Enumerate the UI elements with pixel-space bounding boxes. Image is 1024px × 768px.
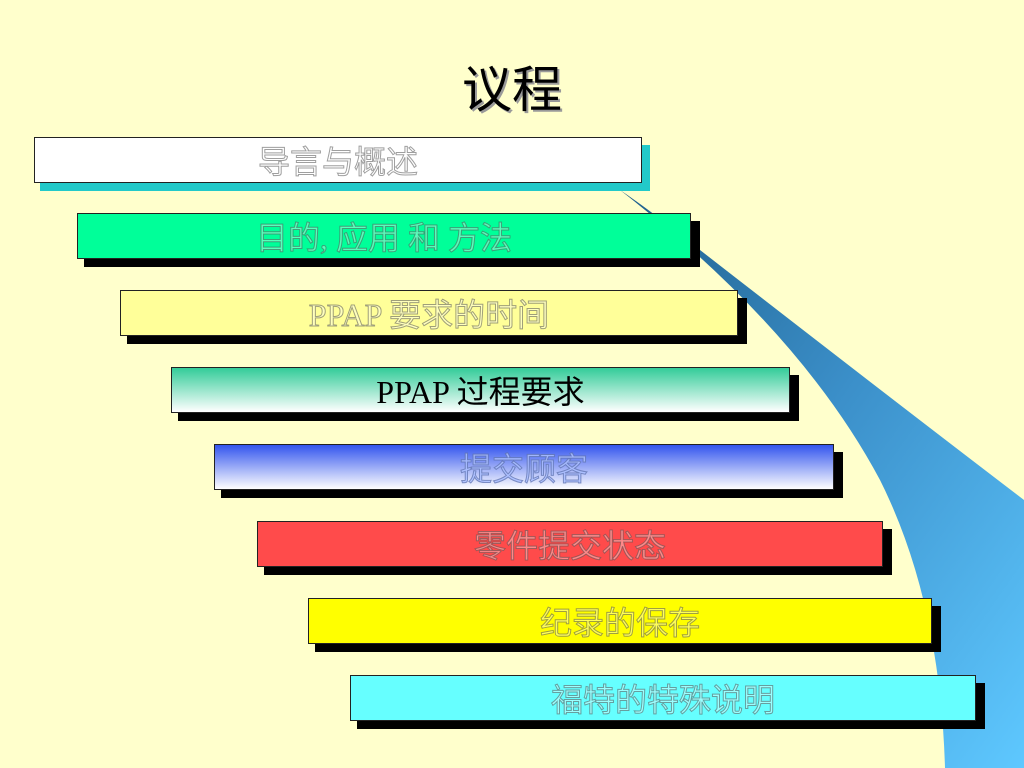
agenda-item-submission-status: 零件提交状态 <box>257 521 883 567</box>
agenda-item-timing: PPAP 要求的时间 <box>120 290 738 336</box>
page-title: 议程 <box>462 61 562 119</box>
agenda-item-label: 提交顾客 <box>459 451 588 488</box>
agenda-item-customer-submission: 提交顾客 <box>214 444 834 490</box>
agenda-item-label: PPAP 过程要求 <box>376 374 585 410</box>
agenda-item-label: 导言与概述 <box>257 144 418 181</box>
agenda-item-label: PPAP 要求的时间 <box>308 297 550 334</box>
agenda-item-label: 福特的特殊说明 <box>550 682 775 719</box>
agenda-item-label: 零件提交状态 <box>473 528 666 565</box>
agenda-item-record-retention: 纪录的保存 <box>308 598 932 644</box>
agenda-item-purpose: 目的, 应用 和 方法 <box>77 213 691 259</box>
agenda-item-introduction: 导言与概述 <box>34 137 642 183</box>
agenda-item-label: 纪录的保存 <box>539 605 700 642</box>
agenda-item-process-requirements: PPAP 过程要求 <box>171 367 790 413</box>
agenda-item-label: 目的, 应用 和 方法 <box>255 220 512 257</box>
agenda-item-ford-specific: 福特的特殊说明 <box>350 675 976 721</box>
